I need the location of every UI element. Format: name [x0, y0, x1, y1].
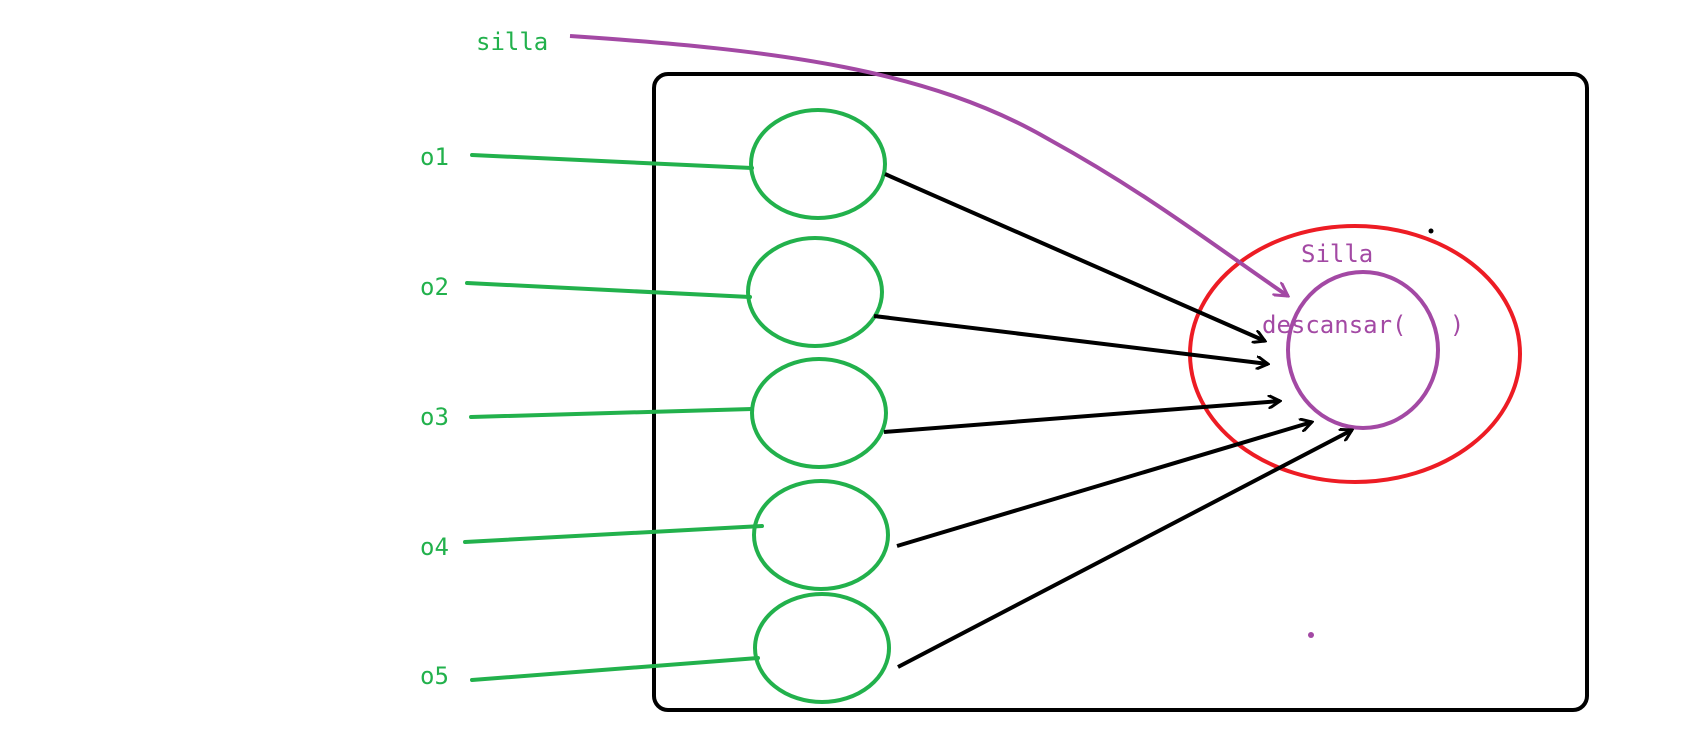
ref-label-o2: o2	[420, 273, 449, 301]
ref-line-o2	[465, 281, 752, 299]
ref-line-o3	[469, 407, 754, 419]
call-arrow-4	[896, 422, 1312, 548]
object-ellipse-1	[749, 108, 887, 220]
container-box	[652, 72, 1589, 712]
stray-dot-purple	[1308, 632, 1314, 638]
object-ellipse-5	[753, 592, 891, 704]
method-circle	[1286, 270, 1440, 430]
ref-line-o5	[470, 656, 760, 682]
call-arrow-1	[884, 172, 1265, 341]
object-ellipse-4	[752, 479, 890, 591]
ref-label-o3: o3	[420, 403, 449, 431]
call-arrow-5	[897, 430, 1352, 669]
stray-dot-black	[1428, 228, 1434, 234]
ref-label-o5: o5	[420, 662, 449, 690]
ref-label-o1: o1	[420, 143, 449, 171]
pointer-arrow	[569, 34, 1288, 296]
ref-label-o4: o4	[420, 533, 449, 561]
call-arrow-3	[883, 401, 1280, 434]
call-arrow-2	[873, 314, 1268, 364]
ref-line-o1	[470, 153, 754, 170]
class-name-label: Silla	[1301, 240, 1373, 268]
object-ellipse-2	[746, 236, 884, 348]
pointer-label: silla	[476, 28, 548, 56]
object-ellipse-3	[750, 357, 888, 469]
method-label: descansar( )	[1262, 311, 1464, 339]
ref-line-o4	[463, 524, 764, 544]
